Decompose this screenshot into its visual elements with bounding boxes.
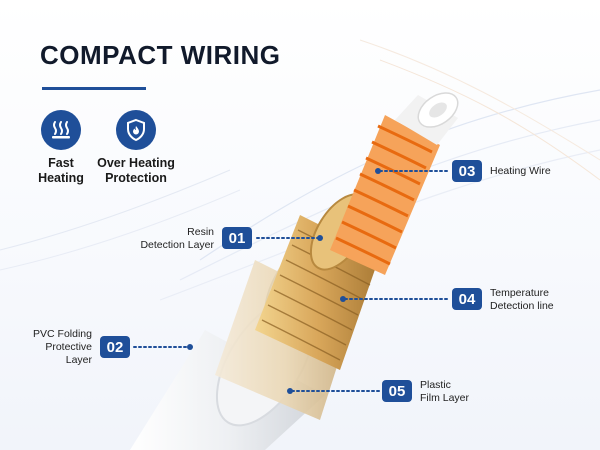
- heating-wire: [330, 115, 440, 275]
- leader-dot-05: [287, 388, 293, 394]
- overheat-protection-icon: [116, 110, 156, 150]
- leader-dot-04: [340, 296, 346, 302]
- leader-dot-02: [187, 344, 193, 350]
- callout-02-label: PVC Folding Protective Layer: [33, 328, 92, 366]
- fast-heating-icon: [41, 110, 81, 150]
- callout-04-label: Temperature Detection line: [490, 287, 554, 312]
- callout-01-label: Resin Detection Layer: [140, 226, 214, 251]
- callout-05-badge: 05: [382, 380, 412, 402]
- feature-overheat-label: Over Heating Protection: [97, 156, 175, 185]
- white-core: [395, 92, 459, 145]
- leader-dot-01: [317, 235, 323, 241]
- page-title: COMPACT WIRING: [40, 40, 281, 70]
- title-underline: [42, 87, 146, 90]
- leader-dot-03: [375, 168, 381, 174]
- callout-02-badge: 02: [100, 336, 130, 358]
- callout-03-badge: 03: [452, 160, 482, 182]
- callout-04-badge: 04: [452, 288, 482, 310]
- callout-01-badge: 01: [222, 227, 252, 249]
- callout-05-label: Plastic Film Layer: [420, 379, 470, 404]
- callout-03-label: Heating Wire: [490, 165, 551, 177]
- feature-fast-heating-label: Fast Heating: [38, 156, 84, 185]
